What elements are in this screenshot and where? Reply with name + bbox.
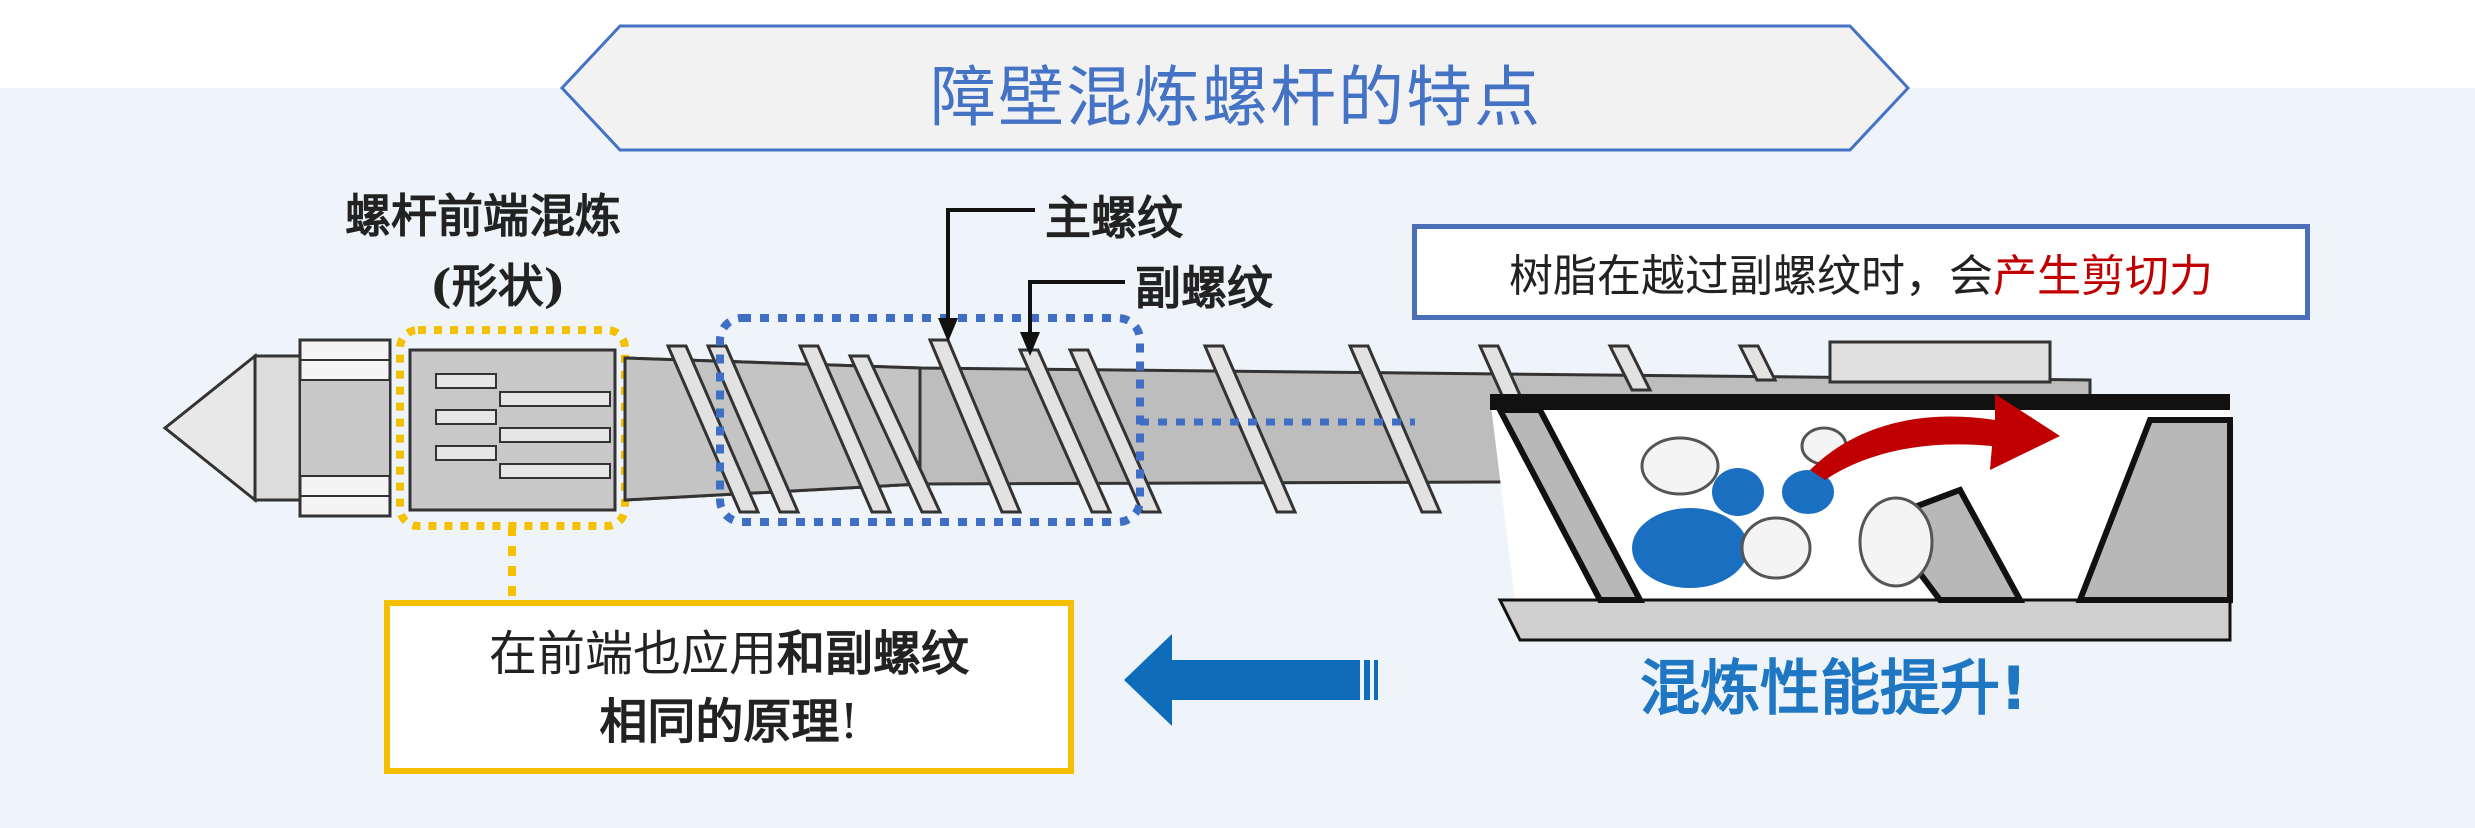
front-note-line1: 在前端也应用和副螺纹 [390, 620, 1068, 688]
result-text: 混炼性能提升! [1640, 654, 2028, 724]
title-banner [559, 24, 1911, 152]
main-flight-pointer [946, 208, 1035, 322]
nut-left [253, 354, 302, 502]
left-arrow [1124, 634, 1378, 726]
page-title: 障壁混炼螺杆的特点 [930, 59, 1542, 136]
screw-tip [162, 352, 257, 504]
front-note-part1: 在前端也应用 [488, 626, 777, 682]
screw-flights [665, 338, 1778, 514]
main-flight-label: 主螺纹 [1045, 191, 1183, 245]
tip-mixing-label-line1: 螺杆前端混炼 [345, 189, 621, 243]
shear-note-highlight: 产生剪切力 [1993, 251, 2213, 302]
magnified-cross-section [1490, 394, 2233, 642]
sub-flight-pointer [1028, 280, 1125, 334]
shear-note-prefix: 树脂在越过副螺纹时，会 [1509, 251, 1993, 302]
front-note-suffix: ! [839, 694, 859, 750]
front-note-box: 在前端也应用和副螺纹 相同的原理! [384, 600, 1074, 774]
shear-flow-arrow [1810, 394, 2060, 480]
shear-note-box: 树脂在越过副螺纹时，会产生剪切力 [1412, 224, 2310, 320]
sub-flight-label: 副螺纹 [1135, 261, 1273, 315]
screw-stop [1828, 340, 2052, 384]
front-note-bold2: 相同的原理 [599, 694, 840, 750]
front-note-line2: 相同的原理! [390, 688, 1068, 756]
front-note-bold1: 和副螺纹 [777, 626, 970, 682]
tip-mixing-label-line2: (形状) [430, 259, 566, 313]
